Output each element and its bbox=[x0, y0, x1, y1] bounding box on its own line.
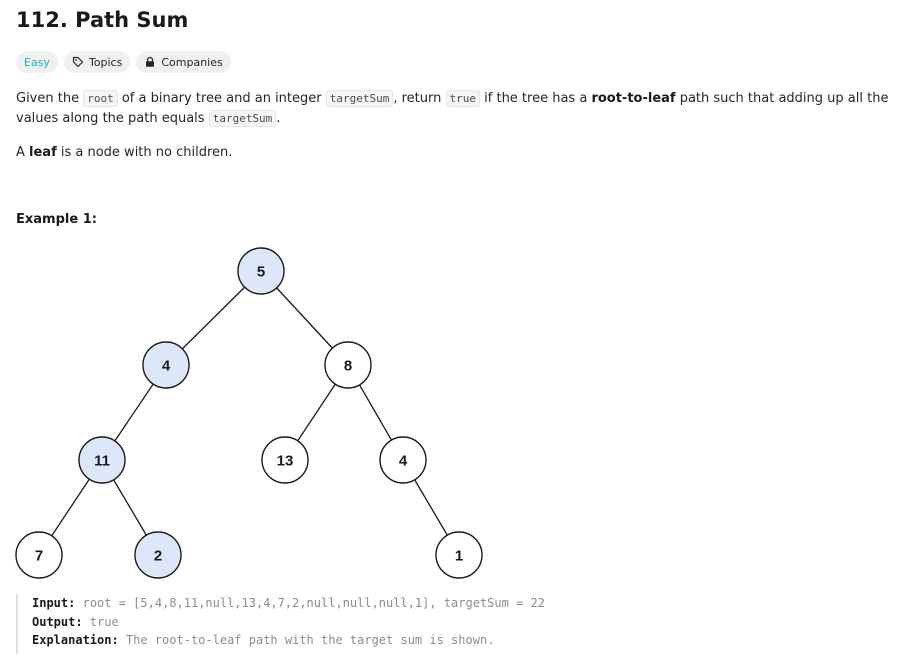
tree-node-circle bbox=[435, 531, 483, 579]
inline-code-root: root bbox=[83, 90, 118, 107]
tree-node-circle bbox=[379, 436, 427, 484]
example-io-block: Input: root = [5,4,8,11,null,13,4,7,2,nu… bbox=[16, 594, 912, 654]
difficulty-badge[interactable]: Easy bbox=[16, 51, 58, 73]
tree-node-label: 4 bbox=[162, 358, 171, 375]
desc-text: , return bbox=[393, 91, 446, 106]
companies-label: Companies bbox=[161, 55, 223, 69]
desc-text: Given the bbox=[16, 91, 84, 106]
output-label: Output: bbox=[32, 614, 83, 629]
tree-node-label: 1 bbox=[455, 548, 463, 565]
tree-node-label: 5 bbox=[257, 264, 265, 281]
desc-text: of a binary tree and an integer bbox=[117, 91, 326, 106]
tree-node-circle bbox=[15, 531, 63, 579]
leaf-definition: A leaf is a node with no children. bbox=[16, 143, 232, 163]
desc-text: . bbox=[276, 111, 281, 126]
tree-node-label: 4 bbox=[399, 453, 408, 470]
desc-text: path such that adding up all the values … bbox=[16, 91, 889, 126]
desc-text: is a node with no children. bbox=[56, 145, 233, 160]
example-input-line: Input: root = [5,4,8,11,null,13,4,7,2,nu… bbox=[32, 594, 912, 613]
tree-node-label: 7 bbox=[35, 548, 43, 565]
lock-icon bbox=[144, 56, 156, 68]
inline-code-targetsum: targetSum bbox=[208, 110, 277, 127]
tree-node-circle bbox=[78, 436, 126, 484]
output-value: true bbox=[89, 614, 119, 629]
tree-node-label: 11 bbox=[94, 453, 110, 470]
example-explanation-line: Explanation: The root-to-leaf path with … bbox=[32, 631, 912, 650]
input-label: Input: bbox=[32, 596, 76, 610]
difficulty-label: Easy bbox=[24, 55, 50, 69]
topics-button[interactable]: Topics bbox=[63, 51, 131, 73]
topics-label: Topics bbox=[88, 55, 123, 69]
binary-tree-diagram: 5 4 8 11 13 4 bbox=[15, 247, 483, 579]
companies-button[interactable]: Companies bbox=[136, 51, 231, 73]
tree-node: 1 bbox=[435, 531, 483, 579]
tag-icon bbox=[72, 56, 84, 68]
tree-node: 2 bbox=[134, 531, 182, 579]
bold-root-to-leaf: root-to-leaf bbox=[591, 91, 676, 106]
tree-node-circle bbox=[134, 531, 182, 579]
tag-bar: Easy Topics Companies bbox=[16, 51, 231, 73]
tree-node-circle bbox=[237, 247, 285, 295]
tree-node: 5 bbox=[237, 247, 285, 295]
tree-node: 13 bbox=[261, 436, 309, 484]
tree-edges bbox=[38, 270, 460, 556]
desc-text: A bbox=[16, 145, 30, 160]
explanation-value: The root-to-leaf path with the target su… bbox=[125, 633, 495, 647]
problem-title: 112. Path Sum bbox=[16, 8, 189, 32]
problem-description: Given the root of a binary tree and an i… bbox=[16, 89, 906, 129]
bold-leaf: leaf bbox=[29, 145, 57, 160]
desc-text: if the tree has a bbox=[480, 91, 592, 106]
tree-node-circle bbox=[324, 341, 372, 389]
input-value: root = [5,4,8,11,null,13,4,7,2,null,null… bbox=[82, 596, 545, 610]
tree-node-label: 2 bbox=[154, 548, 162, 565]
tree-nodes: 5 4 8 11 13 4 bbox=[15, 247, 483, 579]
tree-node: 7 bbox=[15, 531, 63, 579]
description-paragraph: Given the root of a binary tree and an i… bbox=[16, 89, 906, 129]
inline-code-true: true bbox=[445, 90, 481, 107]
tree-node: 4 bbox=[379, 436, 427, 484]
tree-node: 8 bbox=[324, 341, 372, 389]
explanation-label: Explanation: bbox=[32, 633, 119, 647]
inline-code-targetsum: targetSum bbox=[325, 90, 394, 107]
example-heading: Example 1: bbox=[16, 212, 97, 227]
tree-node-label: 13 bbox=[277, 453, 294, 470]
tree-node-circle bbox=[261, 436, 309, 484]
tree-node: 11 bbox=[78, 436, 126, 484]
example-output-line: Output: true bbox=[32, 613, 912, 632]
tree-node-circle bbox=[142, 341, 190, 389]
tree-node-label: 8 bbox=[344, 358, 352, 375]
tree-node: 4 bbox=[142, 341, 190, 389]
